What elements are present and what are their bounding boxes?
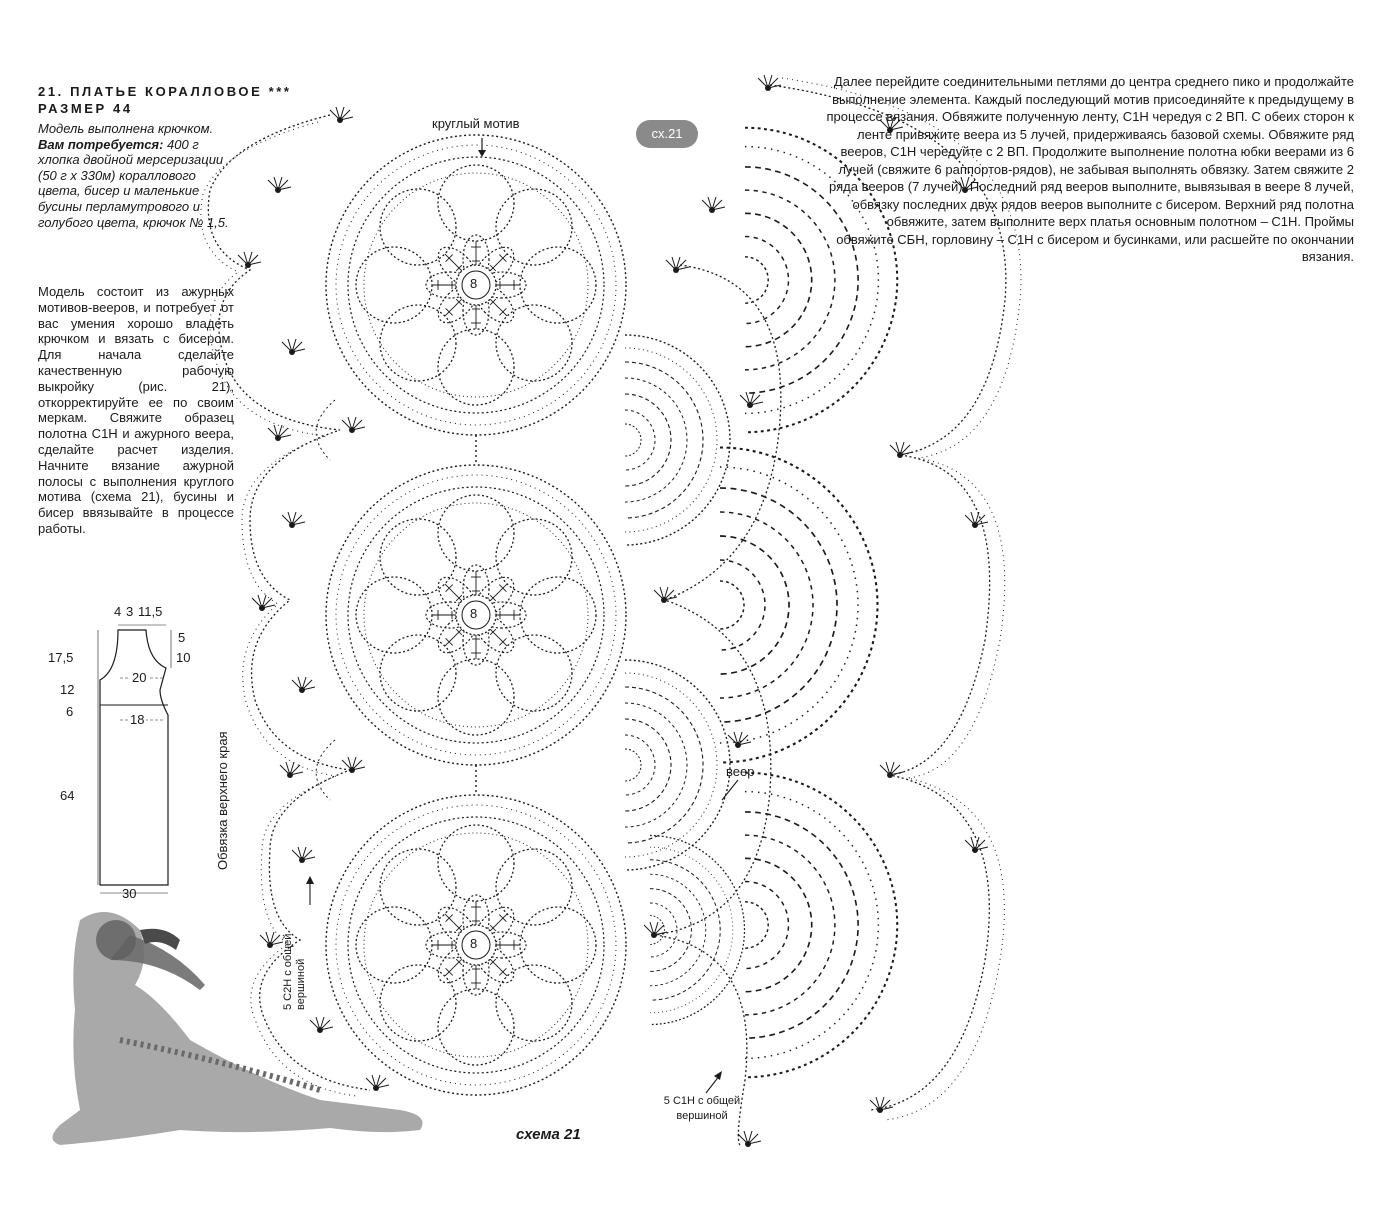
- intro-needed-label: Вам потребуется:: [38, 136, 164, 152]
- schema-caption: схема 21: [516, 1126, 581, 1143]
- body-text-right: Далее перейдите соединительными петлями …: [826, 74, 1354, 264]
- intro-needed-text: 400 г хлопка двойной мерсеризации (50 г …: [38, 136, 229, 230]
- motif-center-bottom: 8: [470, 936, 478, 951]
- pattern-top-c: 11,5: [138, 604, 163, 619]
- intro-text: Модель выполнена крючком. Вам потребуетс…: [38, 121, 234, 230]
- motif-center-top: 8: [470, 276, 478, 291]
- fan-column-outer: [718, 126, 899, 1079]
- motif-center-middle: 8: [470, 606, 478, 621]
- label-c1h-line1: 5 С1Н с общей: [663, 1095, 741, 1107]
- label-c2h: 5 С2Н с общей вершиной: [282, 933, 307, 1010]
- pattern-right-a: 5: [178, 630, 186, 645]
- label-fan: веер: [726, 764, 755, 779]
- pattern-left-d: 64: [60, 788, 75, 803]
- pattern-top-a: 4: [114, 604, 122, 619]
- article-size: РАЗМЕР 44: [38, 101, 133, 116]
- fan-column-inner: [624, 334, 746, 1026]
- pattern-right-b: 10: [176, 650, 191, 665]
- article-title: 21. ПЛАТЬЕ КОРАЛЛОВОЕ ***: [38, 84, 292, 99]
- dress-pattern: [97, 624, 172, 894]
- scheme-badge: сх.21: [636, 120, 698, 148]
- pattern-width-bottom: 30: [122, 886, 137, 901]
- intro-model-line: Модель выполнена крючком.: [38, 121, 214, 136]
- label-edge-binding: Обвязка верхнего края: [215, 731, 230, 870]
- label-round-motif: круглый мотив: [432, 116, 520, 131]
- pattern-width-waist: 18: [128, 712, 147, 727]
- pattern-top-b: 3: [126, 604, 134, 619]
- label-c1h: 5 С1Н с общей вершиной: [647, 1094, 757, 1124]
- pattern-left-c: 6: [66, 704, 74, 719]
- model-photo: [52, 912, 423, 1145]
- pattern-left-b: 12: [60, 682, 75, 697]
- pattern-width-chest: 20: [130, 670, 149, 685]
- label-c1h-line2: вершиной: [676, 1110, 728, 1122]
- pattern-left-a: 17,5: [48, 650, 74, 665]
- body-text-left: Модель состоит из ажурных мотивов-вееров…: [38, 284, 234, 536]
